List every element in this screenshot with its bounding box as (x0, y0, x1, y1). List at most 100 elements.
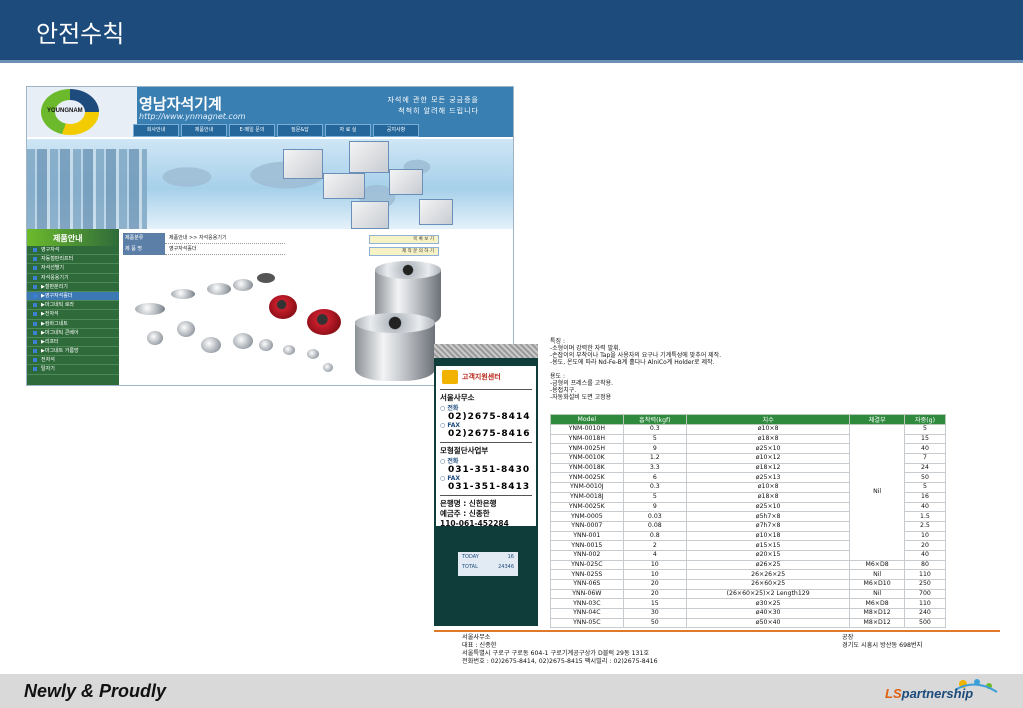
site-banner (27, 139, 513, 229)
magnet-top-face (355, 313, 435, 333)
partnership-swirl-icon (954, 679, 998, 693)
site-company-name: 영남자석기계 (139, 95, 222, 113)
side-menu-item[interactable]: ▶영구자석홀더 (27, 291, 119, 302)
cell-model: YNN-03C (550, 598, 624, 610)
nav-qna[interactable]: 질문&답 (277, 124, 323, 137)
nav-archive[interactable]: 자 료 실 (325, 124, 371, 137)
spec-text: 특징 : -소형이며 강력한 자력 발휘. -손잡이의 부착이나 Tap을 사용… (550, 338, 1000, 408)
side-menu-item[interactable]: ▶컴바그네트 (27, 320, 119, 329)
today-count: 16 (507, 554, 514, 560)
cell-weight: 40 (903, 501, 947, 513)
phone-label-text: 전화 (447, 458, 459, 465)
title-divider (0, 60, 1023, 63)
cell-dimension: ø18×8 (685, 491, 851, 503)
cell-model: YNN-025S (550, 569, 624, 580)
cell-model: YNN-04C (550, 608, 624, 619)
side-menu-item[interactable]: 탈자기 (27, 365, 119, 375)
side-menu-item[interactable]: ▶리프터 (27, 338, 119, 348)
today-label: TODAY (462, 554, 479, 560)
slide-title: 안전수칙 (36, 20, 125, 48)
col-weight: 자중(g) (903, 414, 947, 425)
total-label: TOTAL (462, 564, 478, 570)
cell-dimension: ø10×8 (685, 482, 851, 493)
nav-notice[interactable]: 공지사항 (373, 124, 419, 137)
cell-model: YNN-05C (550, 617, 624, 629)
side-menu-item[interactable]: 자석응용기기 (27, 274, 119, 283)
seoul-office-title: 서울사무소 (440, 389, 532, 403)
cell-fastener: M6×D10 (849, 579, 905, 590)
magnet-disc (233, 333, 253, 349)
cell-model: YNM-0010K (550, 453, 624, 464)
cell-force: 5 (622, 491, 687, 503)
side-menu-item[interactable]: 자석선별기 (27, 264, 119, 274)
side-menu-item[interactable]: ▶전자석 (27, 310, 119, 320)
document-divider (434, 630, 1000, 632)
cell-dimension: ø10×8 (685, 424, 851, 435)
address-line: 전화번호 : 02)2675-8414, 02)2675-8415 팩시밀리 :… (462, 658, 658, 665)
cell-force: 6 (622, 472, 687, 484)
cell-fastener: Nil (849, 569, 905, 580)
account-number: 110-061-452284 (440, 519, 509, 528)
magnet-disc (207, 283, 231, 295)
product-photo (419, 199, 453, 225)
support-panel: 고객지원센터 서울사무소 ○ 전화 02)2675-8414 ○ FAX 02)… (434, 344, 538, 626)
magnet-top-face (375, 261, 441, 279)
col-force: 흡착력(kgf) (622, 414, 687, 425)
feature-line: -소형이며 강력한 자력 발휘. (550, 345, 621, 352)
cell-dimension: ø10×12 (685, 453, 851, 464)
factory-fax: 031-351-8413 (448, 482, 531, 492)
info-value: 제품안내 >> 자석응용기기 (165, 233, 285, 244)
side-menu-item[interactable]: ▶마그네트 거름망 (27, 347, 119, 357)
fax-label-text: FAX (447, 422, 461, 429)
cell-dimension: ø20×15 (685, 549, 851, 561)
magnet-disc (323, 363, 333, 372)
cell-weight: 2.5 (903, 520, 947, 532)
use-line: -금형의 프레스를 고착용. (550, 380, 614, 387)
cell-dimension: ø50×40 (685, 617, 851, 629)
product-photo (283, 149, 323, 179)
cell-dimension: 26×60×25 (685, 579, 851, 590)
cell-model: YNN-025C (550, 559, 624, 571)
product-spec-document: 고객지원센터 서울사무소 ○ 전화 02)2675-8414 ○ FAX 02)… (434, 338, 1004, 670)
side-menu-title: 제품안내 (27, 229, 119, 246)
nav-email[interactable]: E-메일 문의 (229, 124, 275, 137)
inquiry-button[interactable]: 제 작 문 의 하 기 (369, 247, 439, 256)
phone-label-text: 전화 (447, 405, 459, 412)
side-menu-item[interactable]: ▶마그네틱 로라 (27, 301, 119, 311)
cell-force: 0.08 (622, 520, 687, 532)
side-menu-item[interactable]: ▶철판분리기 (27, 283, 119, 292)
nav-products[interactable]: 제품안내 (181, 124, 227, 137)
cell-weight: 500 (903, 617, 947, 629)
brand-partnership: partnership (901, 686, 974, 701)
customer-center-box: 고객지원센터 서울사무소 ○ 전화 02)2675-8414 ○ FAX 02)… (436, 366, 536, 528)
fax-label-text: FAX (447, 475, 461, 482)
cell-weight: 40 (903, 443, 947, 455)
cell-model: YNN-06W (550, 588, 624, 600)
side-menu-item[interactable]: 영구자석 (27, 246, 119, 256)
side-menu-item[interactable]: ▶마그네틱 콘베어 (27, 329, 119, 338)
magnet-disc (307, 349, 319, 359)
side-menu-item[interactable]: 전자석 (27, 356, 119, 366)
cell-weight: 7 (903, 453, 947, 464)
magnet-disc (259, 339, 273, 351)
cell-dimension: ø18×12 (685, 462, 851, 474)
cell-weight: 250 (903, 579, 947, 590)
side-menu-item[interactable]: 자동철판리프터 (27, 255, 119, 265)
cell-force: 20 (622, 579, 687, 590)
site-url[interactable]: http://www.ynmagnet.com (139, 112, 246, 121)
list-view-button[interactable]: 목 록 보 기 (369, 235, 439, 244)
cell-model: YNM-0010J (550, 482, 624, 493)
cell-weight: 1.5 (903, 511, 947, 522)
cell-force: 10 (622, 559, 687, 571)
company-logo[interactable]: YOUNGNAM (27, 87, 137, 137)
nav-company[interactable]: 회사안내 (133, 124, 179, 137)
cell-fastener: M8×D12 (849, 608, 905, 619)
tagline-line: 자석에 관한 모든 궁금증을 (387, 96, 479, 104)
cell-dimension: ø10×18 (685, 530, 851, 542)
cell-force: 0.3 (622, 424, 687, 435)
product-photo (323, 173, 365, 199)
